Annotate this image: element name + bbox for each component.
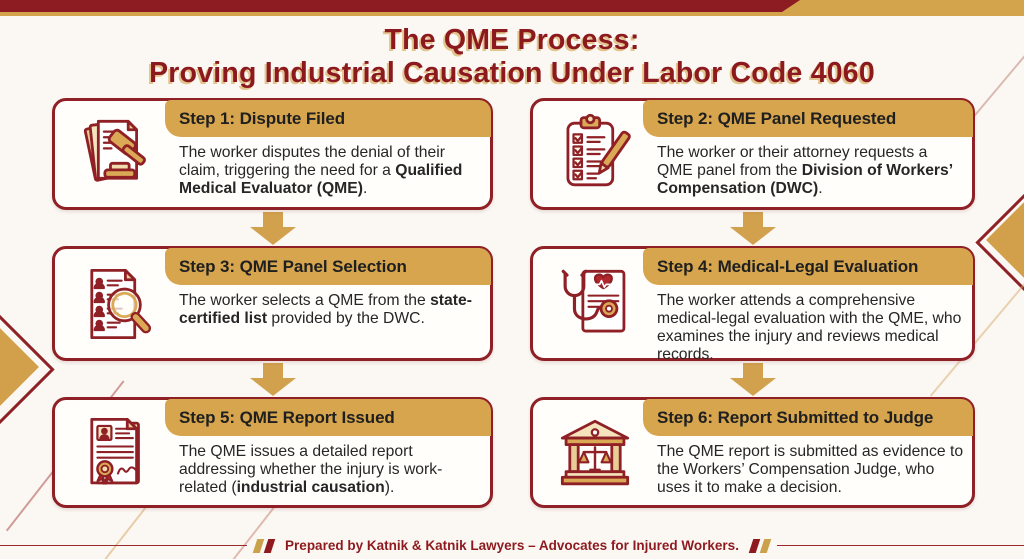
step-3-description: The worker selects a QME from the state-… (179, 292, 472, 327)
footer-slash-gold-icon (759, 538, 772, 553)
step-4-description: The worker attends a comprehensive medic… (657, 292, 962, 363)
footer-slash-gold-icon (252, 538, 265, 553)
arrow-down-icon (249, 212, 296, 246)
step-5-card: Step 5: QME Report Issued The QME issues… (52, 397, 493, 508)
step-6-card: Step 6: Report Submitted to Judge The QM… (530, 397, 975, 508)
step-4-card: Step 4: Medical-Legal Evaluation The wor… (530, 246, 975, 363)
top-accent-bar-red (0, 0, 800, 12)
page-title: The QME Process: Proving Industrial Caus… (0, 24, 1024, 90)
steps-grid: Step 1: Dispute Filed The worker dispute… (52, 98, 975, 508)
step-6-title: Step 6: Report Submitted to Judge (643, 399, 973, 436)
step-3-card: Step 3: QME Panel Selection The worker s… (52, 246, 493, 361)
footer-credit-text: Prepared by Katnik & Katnik Lawyers – Ad… (285, 538, 739, 553)
step-1-title: Step 1: Dispute Filed (165, 100, 491, 137)
top-accent-bar-gold (0, 0, 1024, 16)
footer-slash-red-icon (748, 538, 761, 553)
step-3-title: Step 3: QME Panel Selection (165, 248, 491, 285)
courthouse-scales-icon (545, 400, 645, 505)
arrow-down-icon (249, 363, 296, 397)
footer-slash-red-icon (263, 538, 276, 553)
arrow-down-icon (729, 212, 776, 246)
step-2-title: Step 2: QME Panel Requested (643, 100, 973, 137)
stethoscope-document-icon (545, 249, 645, 358)
step-5-description: The QME issues a detailed report address… (179, 443, 443, 496)
step-2-card: Step 2: QME Panel Requested The worker o… (530, 98, 975, 210)
step-6-description: The QME report is submitted as evidence … (657, 443, 964, 496)
step-5-title: Step 5: QME Report Issued (165, 399, 491, 436)
step-1-description: The worker disputes the denial of their … (179, 144, 463, 197)
step-4-title: Step 4: Medical-Legal Evaluation (643, 248, 973, 285)
documents-gavel-icon (67, 101, 167, 207)
step-1-card: Step 1: Dispute Filed The worker dispute… (52, 98, 493, 210)
certificate-report-icon (67, 400, 167, 505)
step-2-description: The worker or their attorney requests a … (657, 144, 953, 197)
arrow-down-icon (729, 363, 776, 397)
clipboard-checklist-icon (545, 101, 645, 207)
list-magnifier-icon (67, 249, 167, 358)
footer-rule-right (776, 544, 1024, 547)
page-title-line1: The QME Process: (384, 24, 640, 56)
page-title-line2: Proving Industrial Causation Under Labor… (149, 57, 875, 89)
footer: Prepared by Katnik & Katnik Lawyers – Ad… (0, 538, 1024, 553)
footer-rule-left (0, 544, 248, 547)
